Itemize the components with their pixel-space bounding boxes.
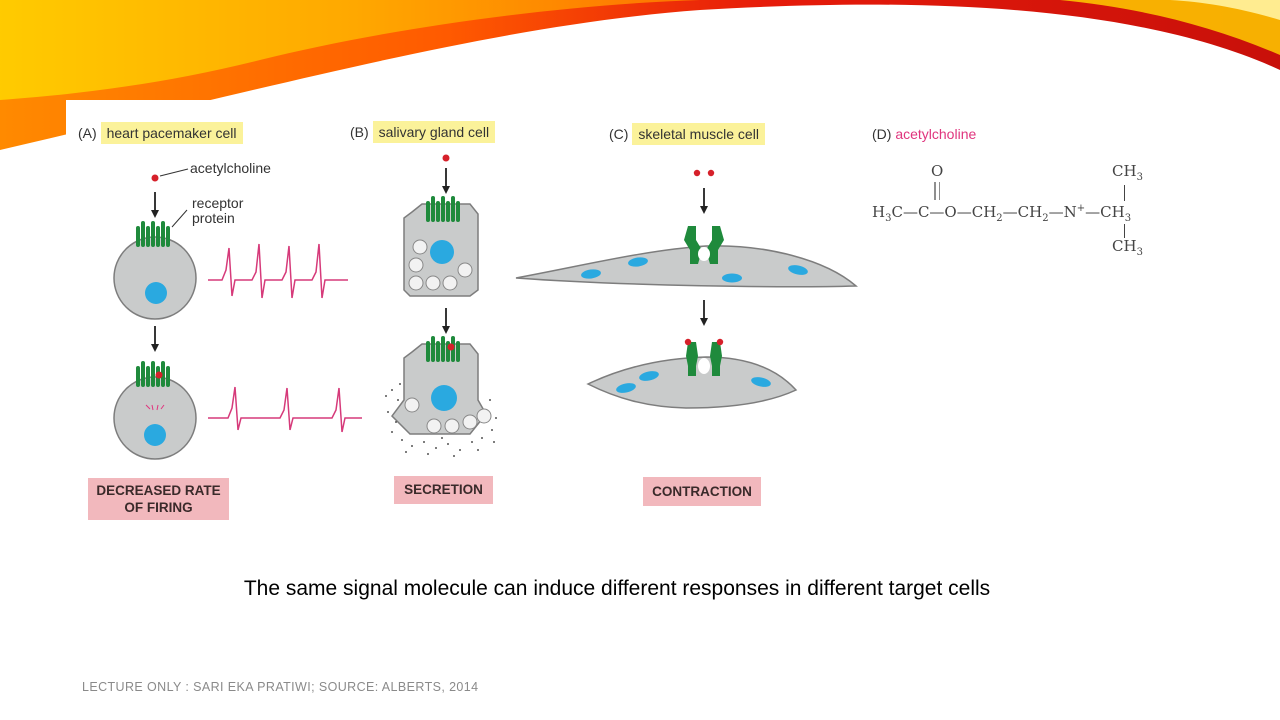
- receptor-protein: [426, 196, 460, 222]
- acetylcholine-molecule: [693, 169, 701, 177]
- receptor-protein: [136, 361, 170, 387]
- panel-d-name: acetylcholine: [895, 126, 977, 142]
- arrow-head: [151, 210, 159, 218]
- signal-flash: [145, 404, 165, 411]
- ecg-trace-fast: [208, 243, 348, 299]
- receptor-channel-open: [686, 342, 722, 376]
- acetylcholine-molecule: [707, 169, 715, 177]
- cell-nucleus: [431, 385, 457, 411]
- panel-a-letter: (A): [78, 125, 97, 141]
- slide-caption: The same signal molecule can induce diff…: [243, 577, 991, 600]
- formula-ch3-bottom: CH3: [1112, 237, 1143, 258]
- panel-b-letter: (B): [350, 124, 369, 140]
- arrow-head: [700, 206, 708, 214]
- banner-yellow-swoosh: [0, 0, 700, 100]
- panel-c-letter: (C): [609, 126, 629, 142]
- bond-vertical-top: [1124, 185, 1125, 201]
- secreted-particles: [385, 383, 497, 457]
- receptor-channel: [684, 226, 724, 264]
- bound-acetylcholine: [716, 338, 724, 346]
- cell-nucleus: [145, 282, 167, 304]
- bond-vertical-bottom: [1124, 224, 1125, 238]
- arrow-head: [151, 344, 159, 352]
- panel-b-title: (B) salivary gland cell: [350, 121, 496, 143]
- secretory-vesicles: [408, 239, 473, 291]
- cell-nucleus: [430, 240, 454, 264]
- muscle-nuclei: [616, 371, 771, 393]
- panel-b-name: salivary gland cell: [372, 121, 496, 143]
- figure-panel: (A) heart pacemaker cell (B) salivary gl…: [66, 100, 1143, 530]
- channel-pore: [698, 247, 710, 261]
- pacemaker-cell: [113, 236, 197, 320]
- secretory-vesicles: [404, 397, 492, 434]
- pacemaker-cell: [113, 376, 197, 460]
- annotation-leader-line: [171, 209, 188, 228]
- skeletal-muscle-cell: [515, 245, 858, 288]
- bound-acetylcholine: [447, 343, 455, 351]
- contracted-muscle-cell: [586, 356, 798, 409]
- bound-acetylcholine: [684, 338, 692, 346]
- slide-footer: LECTURE ONLY : SARI EKA PRATIWI; SOURCE:…: [82, 680, 479, 694]
- panel-a-title: (A) heart pacemaker cell: [78, 122, 243, 144]
- response-secretion: SECRETION: [394, 476, 493, 504]
- diagram-graphics: [113, 154, 940, 460]
- ecg-trace-slow: [208, 386, 362, 433]
- arrow-head: [442, 326, 450, 334]
- panel-c-title: (C) skeletal muscle cell: [609, 123, 765, 145]
- slide-banner: [0, 0, 1280, 150]
- banner-right-tip: [1170, 0, 1280, 20]
- muscle-nuclei: [581, 257, 808, 283]
- formula-chain: H3C—C—O—CH2—CH2—N+—CH3: [872, 203, 1132, 224]
- arrow-head: [442, 186, 450, 194]
- annotation-leader-line: [159, 168, 189, 177]
- acetylcholine-molecule: [151, 174, 159, 182]
- panel-a-name: heart pacemaker cell: [100, 122, 243, 144]
- channel-pore: [698, 358, 710, 374]
- panel-d-title: (D) acetylcholine: [872, 126, 976, 142]
- response-contraction: CONTRACTION: [643, 477, 761, 506]
- bound-acetylcholine: [155, 371, 163, 379]
- panel-d-letter: (D): [872, 126, 892, 142]
- response-decreased-rate: DECREASED RATE OF FIRING: [88, 478, 229, 520]
- banner-right-flare: [1060, 0, 1280, 55]
- receptor-label: receptor protein: [192, 195, 244, 226]
- ligand-label: acetylcholine: [190, 160, 271, 176]
- formula-oxygen-top: O: [931, 162, 944, 180]
- acetylcholine-molecule: [442, 154, 450, 162]
- formula-ch3-top: CH3: [1112, 162, 1143, 183]
- receptor-protein: [426, 336, 460, 362]
- arrow-head: [700, 318, 708, 326]
- receptor-protein: [136, 221, 170, 247]
- panel-c-name: skeletal muscle cell: [632, 123, 765, 145]
- cell-nucleus: [144, 424, 166, 446]
